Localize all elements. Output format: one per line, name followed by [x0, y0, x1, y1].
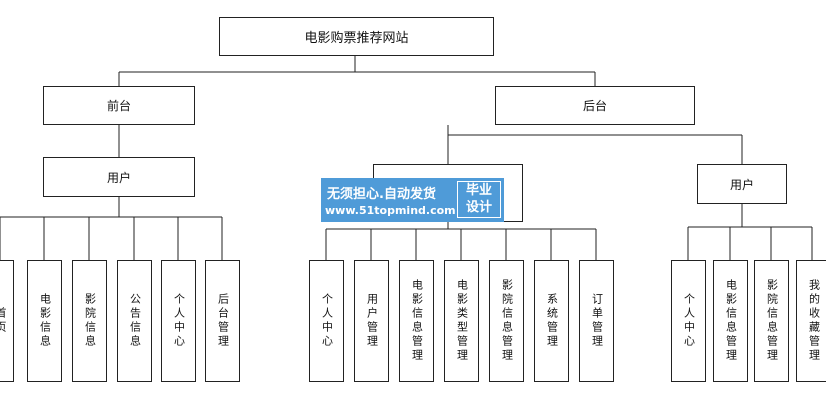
back-user-label: 用户 — [729, 177, 754, 192]
front-user-node: 用户 — [43, 157, 195, 197]
front-item-label: 影院信息 — [83, 293, 97, 349]
user-item-node: 影院信息管理 — [754, 260, 789, 382]
watermark-banner: 无须担心.自动发货 www.51topmind.com 毕业 设计 — [321, 178, 504, 222]
front-item-node: 个人中心 — [161, 260, 196, 382]
admin-item-node: 影院信息管理 — [489, 260, 524, 382]
front-item-label: 公告信息 — [128, 293, 142, 349]
admin-item-label: 影院信息管理 — [500, 279, 514, 363]
front-item-label: 后台管理 — [216, 293, 230, 349]
front-item-node: 后台管理 — [205, 260, 240, 382]
front-item-node: 首页 — [0, 260, 14, 382]
admin-item-node: 用户管理 — [354, 260, 389, 382]
watermark-badge: 毕业 设计 — [457, 181, 501, 218]
front-label: 前台 — [106, 99, 131, 113]
front-user-label: 用户 — [106, 170, 131, 185]
back-node: 后台 — [495, 86, 695, 125]
admin-item-label: 个人中心 — [320, 293, 334, 349]
admin-item-label: 用户管理 — [365, 293, 379, 349]
back-label: 后台 — [582, 99, 607, 113]
user-item-label: 电影信息管理 — [724, 279, 738, 363]
user-item-label: 我的收藏管理 — [807, 279, 821, 363]
user-item-label: 影院信息管理 — [765, 279, 779, 363]
user-item-node: 我的收藏管理 — [796, 260, 826, 382]
watermark-text: 无须担心.自动发货 — [327, 187, 436, 202]
root-label: 电影购票推荐网站 — [304, 31, 409, 46]
admin-item-node: 系统管理 — [534, 260, 569, 382]
front-item-label: 电影信息 — [38, 293, 52, 349]
admin-item-label: 电影类型管理 — [455, 279, 469, 363]
front-node: 前台 — [43, 86, 195, 125]
front-item-label: 首页 — [0, 307, 8, 335]
admin-item-label: 电影信息管理 — [410, 279, 424, 363]
admin-item-node: 个人中心 — [309, 260, 344, 382]
front-item-label: 个人中心 — [172, 293, 186, 349]
root-node: 电影购票推荐网站 — [219, 17, 494, 56]
user-item-node: 电影信息管理 — [713, 260, 748, 382]
back-user-node: 用户 — [697, 164, 787, 204]
front-item-node: 公告信息 — [117, 260, 152, 382]
front-item-node: 电影信息 — [27, 260, 62, 382]
admin-item-node: 电影信息管理 — [399, 260, 434, 382]
admin-item-label: 订单管理 — [590, 293, 604, 349]
user-item-node: 个人中心 — [671, 260, 706, 382]
front-item-node: 影院信息 — [72, 260, 107, 382]
user-item-label: 个人中心 — [682, 293, 696, 349]
watermark-url: www.51topmind.com — [325, 204, 456, 217]
watermark-badge-line2: 设计 — [465, 200, 492, 215]
admin-item-node: 电影类型管理 — [444, 260, 479, 382]
admin-item-node: 订单管理 — [579, 260, 614, 382]
watermark-badge-line1: 毕业 — [465, 183, 492, 198]
admin-item-label: 系统管理 — [545, 293, 559, 349]
